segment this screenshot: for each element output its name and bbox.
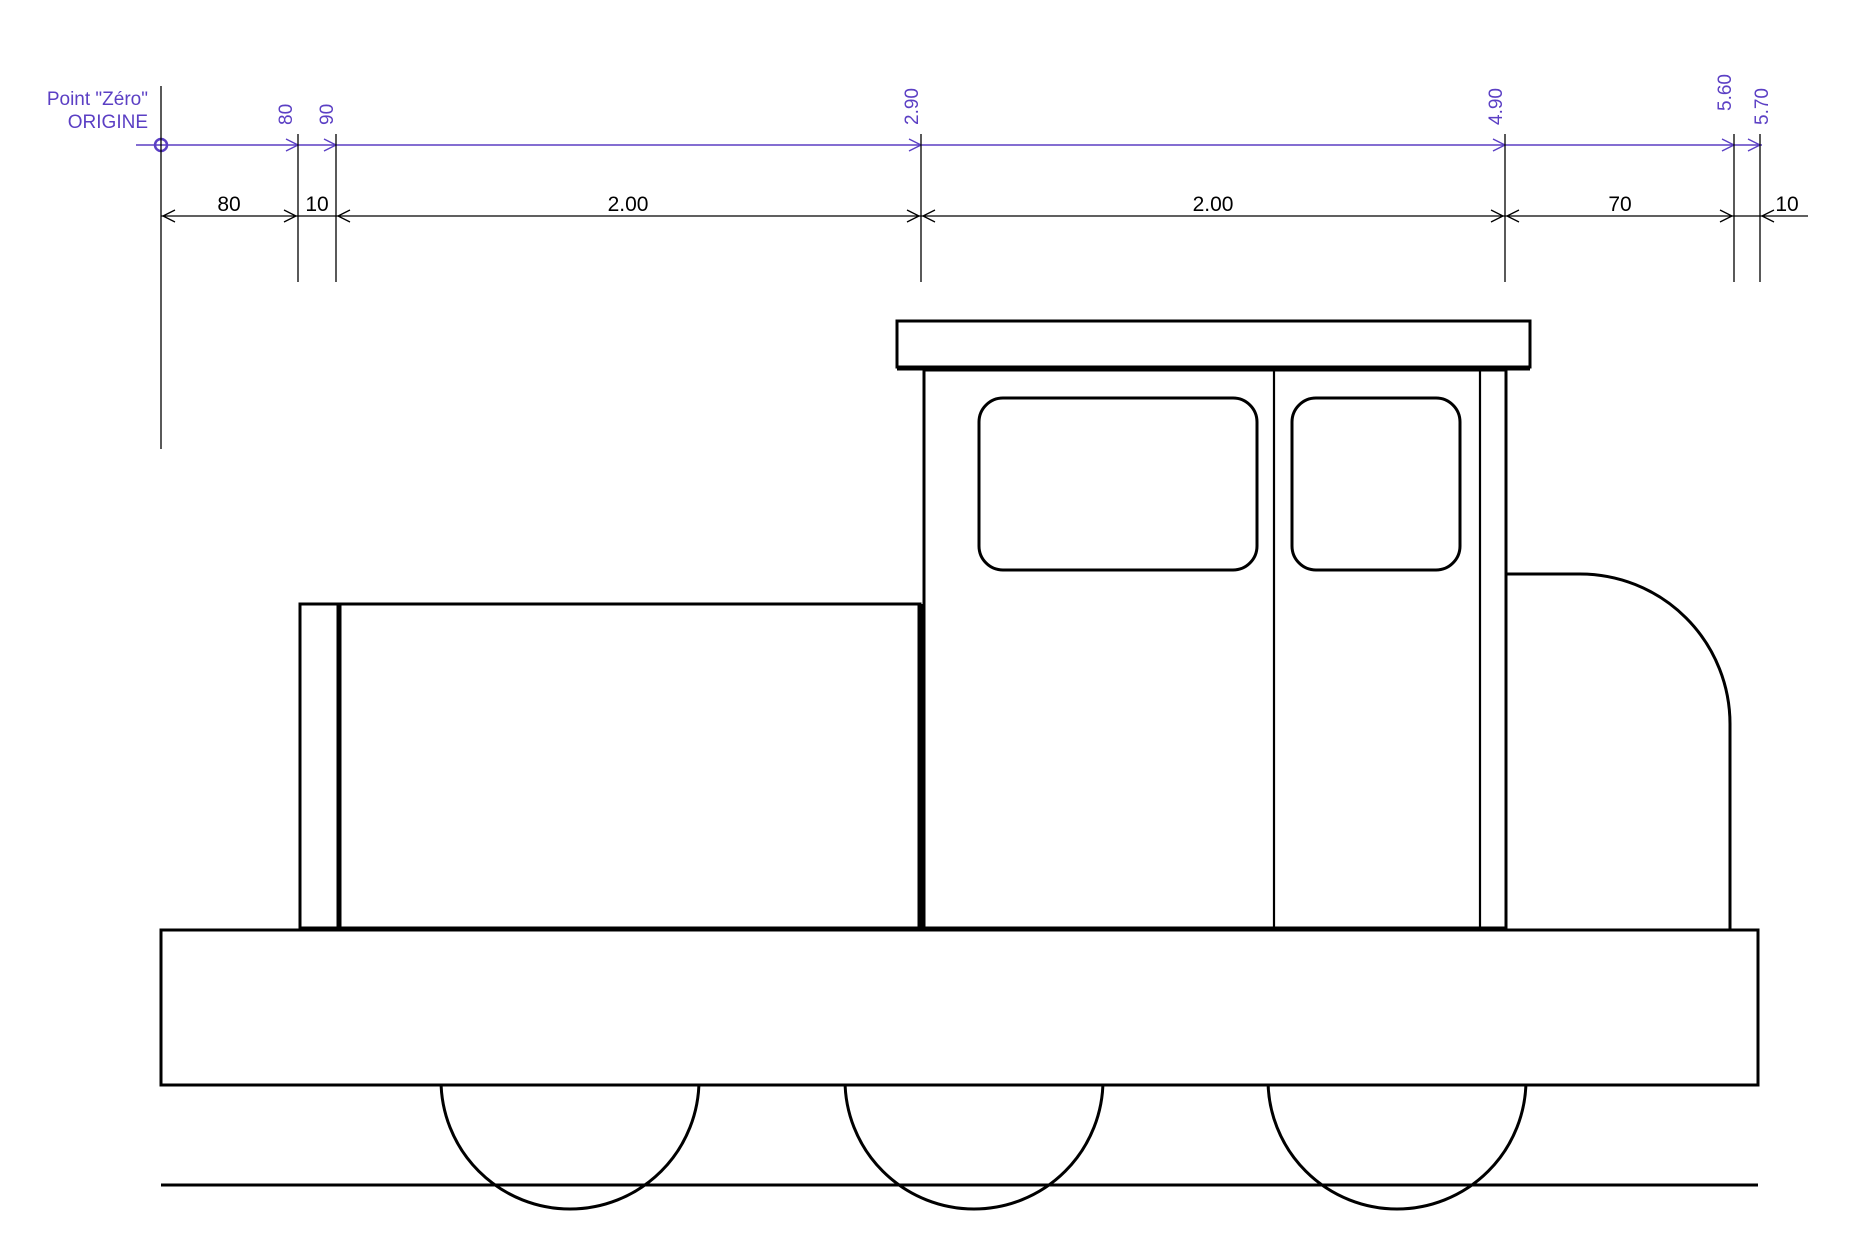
origin-label-top: Point "Zéro" (47, 89, 148, 110)
cumulative-dimension-line (136, 138, 1762, 152)
mark-label-5-70: 5.70 (1752, 88, 1773, 125)
hood-front-plate (298, 602, 340, 931)
segment-dimension-line (161, 209, 1808, 223)
dim-label-10-first: 10 (305, 193, 328, 216)
wheel-rear (1266, 1079, 1528, 1211)
locomotive (159, 319, 1760, 1211)
mark-label-90: 90 (317, 104, 338, 125)
cumulative-mark-labels: 80 90 2.90 4.90 5.60 5.70 (276, 74, 1773, 125)
extension-lines (160, 86, 1761, 449)
dim-label-10-last: 10 (1775, 193, 1798, 216)
origin-label-bottom: ORIGINE (68, 112, 148, 133)
wheel-front (439, 1079, 701, 1211)
dim-label-80: 80 (217, 193, 240, 216)
mark-label-2-90: 2.90 (902, 88, 923, 125)
segment-dimension-labels: 80 10 2.00 2.00 70 10 (217, 193, 1798, 216)
origin-annotation: Point "Zéro" ORIGINE (47, 89, 148, 133)
dim-label-2-00-first: 2.00 (608, 193, 649, 216)
wheel-middle (843, 1079, 1105, 1211)
mark-label-5-60: 5.60 (1715, 74, 1736, 111)
dim-label-2-00-second: 2.00 (1193, 193, 1234, 216)
mark-label-4-90: 4.90 (1486, 88, 1507, 125)
rear-bonnet (1506, 572, 1732, 929)
engine-hood (338, 602, 922, 931)
cab-window-front (977, 396, 1259, 572)
cab-roof (895, 319, 1532, 369)
chassis (159, 928, 1760, 1087)
dim-label-70: 70 (1608, 193, 1631, 216)
cab-window-rear (1290, 396, 1462, 572)
mark-label-80: 80 (276, 104, 297, 125)
